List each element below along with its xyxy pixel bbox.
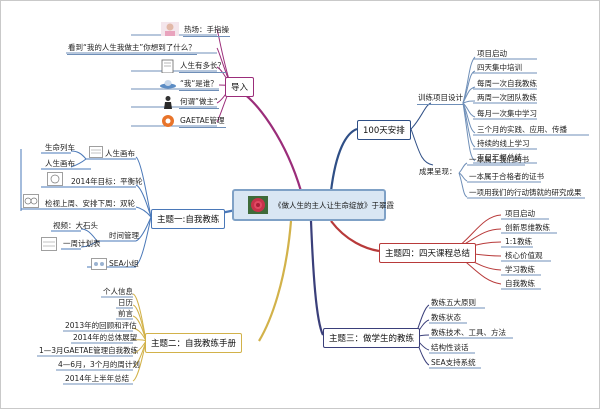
results-label: 成果呈现： bbox=[419, 167, 457, 176]
training-item-8: 百日汇报总结 bbox=[477, 153, 522, 162]
central-topic[interactable]: 《做人生的主人让生命绽放》于翠霞 bbox=[232, 189, 394, 221]
theme3-item-5: SEA支持系统 bbox=[431, 358, 476, 367]
theme2-item-4: 2013年的回顾和评估 bbox=[65, 321, 137, 330]
theme3-item-4: 结构性谈话 bbox=[431, 343, 469, 352]
branch-100-days-label: 100天安排 bbox=[363, 126, 405, 136]
theme1-weekly-plan: 一周计划表 bbox=[63, 239, 101, 248]
double-wheel-thumbnail-icon bbox=[23, 194, 39, 208]
branch-theme3-label: 主题三：做学生的教练 bbox=[329, 334, 415, 344]
theme1-life-canvas-2: 人生画布 bbox=[45, 159, 75, 168]
person-photo-icon bbox=[161, 22, 179, 36]
results-item-1: 一本属于我们的书 bbox=[469, 155, 529, 164]
branch-intro[interactable]: 导入 bbox=[225, 77, 255, 97]
branch-intro-label: 导入 bbox=[231, 83, 249, 93]
theme4-item-1: 项目启动 bbox=[505, 209, 535, 218]
person-icon bbox=[164, 96, 172, 109]
branch-theme1-label: 主题一:自我教练 bbox=[157, 215, 220, 225]
results-item-3: 一项用我们的行动铸就的研究成果 bbox=[469, 188, 582, 197]
training-item-7: 持续的线上学习 bbox=[477, 139, 530, 148]
theme1-life-canvas: 人生画布 bbox=[105, 149, 135, 158]
theme1-rocks-video: 视频：大石头 bbox=[53, 221, 98, 230]
intro-item-2: 看到“我的人生我做主”你想到了什么？ bbox=[67, 43, 197, 55]
training-item-3: 每周一次自我教练 bbox=[477, 79, 537, 88]
theme2-item-5: 2014年的总体展望 bbox=[73, 333, 138, 342]
training-item-6: 三个月的实践、应用、传播 bbox=[477, 125, 567, 134]
gaetae-logo-icon bbox=[162, 115, 174, 127]
theme4-item-2: 创新思维教练 bbox=[505, 223, 550, 232]
results-item-2: 一本属于合格者的证书 bbox=[469, 172, 544, 181]
sea-group-thumbnail-icon bbox=[91, 258, 107, 270]
theme2-item-6: 1—3月GAETAE管理自我教练 bbox=[39, 346, 139, 355]
intro-item-6: GAETAE管理 bbox=[179, 116, 226, 128]
training-design-label: 训练项目设计 bbox=[417, 93, 464, 105]
branch-theme1[interactable]: 主题一:自我教练 bbox=[151, 209, 226, 229]
rose-photo-icon bbox=[248, 196, 268, 214]
canvas-thumbnail-icon bbox=[89, 146, 103, 158]
intro-item-3: 人生有多长？ bbox=[179, 61, 226, 73]
theme2-item-3: 前言 bbox=[118, 309, 133, 318]
balance-wheel-thumbnail-icon bbox=[47, 172, 63, 186]
training-item-4: 两周一次团队教练 bbox=[477, 93, 537, 102]
branch-theme2-label: 主题二：自我教练手册 bbox=[151, 339, 237, 349]
theme1-goal-2014: 2014年目标：平衡轮 bbox=[71, 177, 143, 186]
theme1-time-mgmt: 时间管理 bbox=[109, 231, 139, 240]
theme4-item-5: 学习教练 bbox=[505, 265, 535, 274]
theme1-sea-group: SEA小组 bbox=[109, 259, 139, 268]
intro-item-1: 热场：手指操 bbox=[183, 25, 230, 37]
theme2-item-7: 4—6月，3个月的周计划 bbox=[58, 360, 140, 369]
branch-100-days[interactable]: 100天安排 bbox=[357, 120, 411, 140]
intro-item-4: “我“是谁？ bbox=[179, 79, 219, 91]
theme4-item-3: 1:1教练 bbox=[505, 237, 533, 246]
branch-theme4[interactable]: 主题四：四天课程总结 bbox=[379, 243, 477, 263]
document-icon bbox=[161, 59, 174, 73]
theme2-item-1: 个人信息 bbox=[103, 287, 133, 296]
theme2-item-2: 日历 bbox=[118, 298, 133, 307]
branch-theme4-label: 主题四：四天课程总结 bbox=[385, 249, 471, 259]
theme4-item-4: 核心价值观 bbox=[505, 251, 543, 260]
theme1-wheel: 检视上周、安排下周：双轮 bbox=[45, 199, 135, 208]
branch-theme2[interactable]: 主题二：自我教练手册 bbox=[145, 333, 243, 353]
theme3-item-3: 教练技术、工具、方法 bbox=[431, 328, 506, 337]
central-topic-title: 《做人生的主人让生命绽放》于翠霞 bbox=[274, 201, 394, 210]
theme1-life-train: 生命列车 bbox=[45, 143, 75, 152]
training-item-5: 每月一次集中学习 bbox=[477, 109, 537, 118]
branch-theme3[interactable]: 主题三：做学生的教练 bbox=[323, 328, 421, 348]
theme3-item-2: 教练状态 bbox=[431, 313, 461, 322]
intro-item-5: 何谓”做主“ bbox=[179, 97, 219, 109]
training-item-1: 项目启动 bbox=[477, 49, 507, 58]
training-item-2: 四天集中培训 bbox=[477, 63, 522, 72]
weekly-plan-thumbnail-icon bbox=[41, 237, 57, 251]
ufo-icon bbox=[160, 80, 176, 89]
theme3-item-1: 教练五大原则 bbox=[431, 298, 476, 307]
theme4-item-6: 自我教练 bbox=[505, 279, 535, 288]
theme2-item-8: 2014年上半年总结 bbox=[65, 374, 130, 383]
